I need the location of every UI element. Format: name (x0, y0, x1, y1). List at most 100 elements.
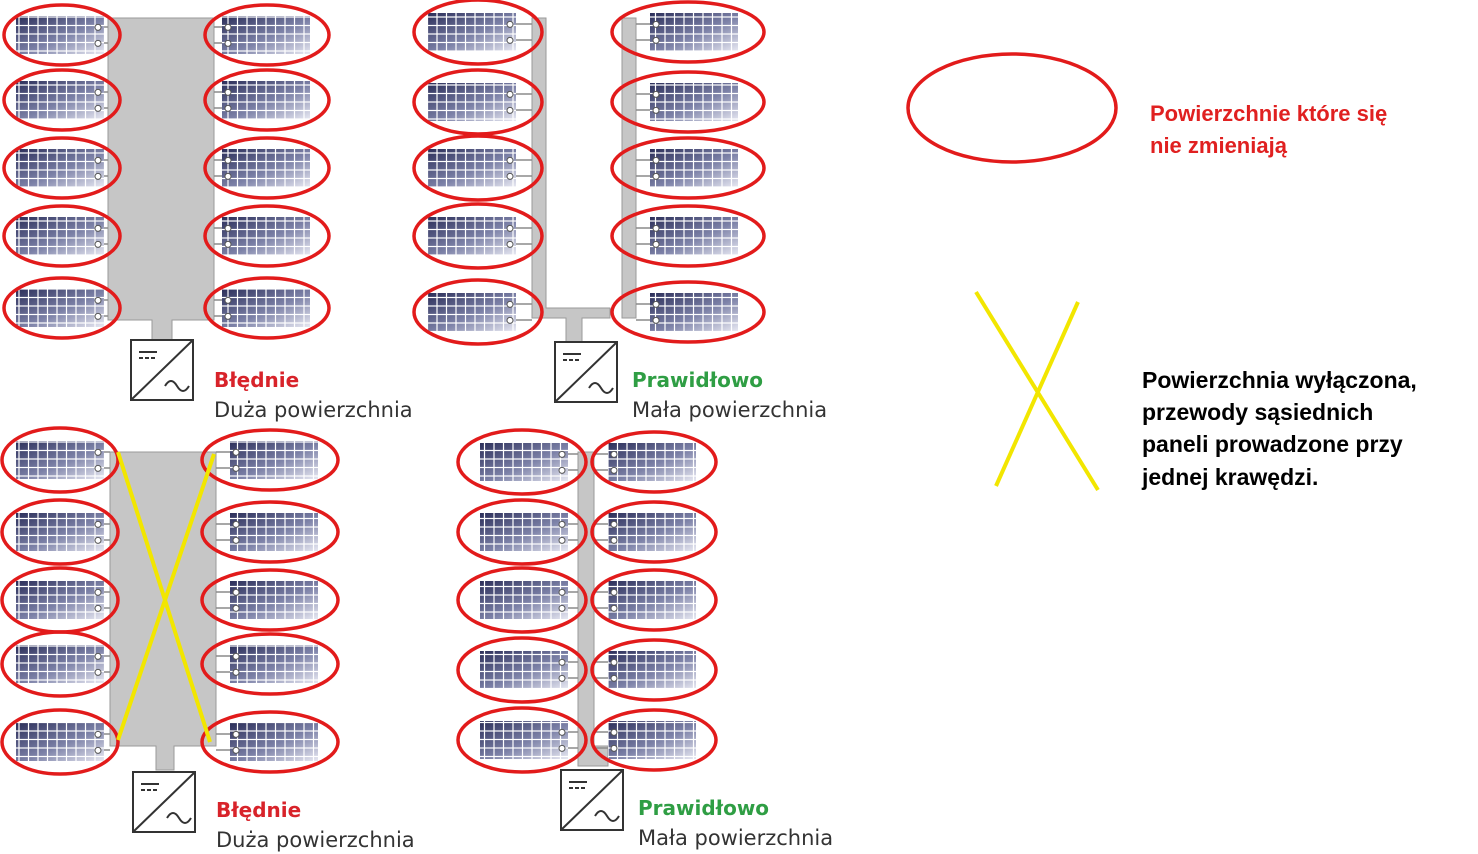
unchanged-area-ellipse (0, 426, 120, 494)
diagram-4-status: Prawidłowo (638, 796, 770, 820)
solar-panel-icon (16, 16, 104, 54)
unchanged-area-ellipse (203, 136, 331, 200)
solar-panel-icon (428, 13, 516, 51)
diagram-4-area-label: Mała powierzchnia (638, 826, 834, 850)
unchanged-area-ellipse (610, 136, 766, 200)
small-area-left (531, 17, 611, 343)
solar-panel-icon (608, 651, 696, 689)
unchanged-area-ellipse (590, 708, 718, 772)
diagram-1-status: Błędnie (214, 368, 300, 392)
unchanged-area-ellipse (456, 706, 588, 774)
solar-panels (16, 13, 738, 761)
unchanged-area-ellipse (412, 68, 544, 136)
unchanged-area-ellipse (0, 708, 120, 776)
unchanged-area-ellipse (590, 430, 718, 494)
solar-panel-icon (230, 581, 318, 619)
inverter-icon (130, 339, 194, 401)
unchanged-area-ellipse (456, 428, 588, 496)
legend-cross-line (994, 301, 1080, 487)
unchanged-area-ellipse (0, 630, 120, 698)
solar-panel-icon (428, 293, 516, 331)
solar-panel-icon (222, 81, 310, 119)
unchanged-area-ellipse (590, 500, 718, 564)
unchanged-area-ellipse (412, 0, 544, 66)
solar-panel-icon (480, 443, 568, 481)
solar-panel-icon (16, 289, 104, 327)
unchanged-area-ellipse (200, 632, 340, 696)
unchanged-area-ellipse (590, 638, 718, 702)
solar-panel-icon (16, 581, 104, 619)
small-area-right (621, 17, 637, 319)
excluded-area-cross-line (116, 453, 216, 741)
solar-panel-icon (16, 217, 104, 255)
solar-panel-icon (428, 149, 516, 187)
solar-panel-icon (428, 83, 516, 121)
unchanged-area-ellipse (0, 498, 120, 566)
unchanged-area-ellipse (200, 568, 340, 632)
solar-panel-icon (650, 293, 738, 331)
legend-excluded-line-3: paneli prowadzone przy (1142, 431, 1403, 458)
solar-panel-icon (222, 289, 310, 327)
solar-panel-icon (480, 581, 568, 619)
solar-panel-icon (608, 721, 696, 759)
solar-panel-icon (608, 443, 696, 481)
inverter-icon (560, 769, 624, 831)
unchanged-area-ellipse (610, 204, 766, 268)
legend-unchanged-line-2: nie zmieniają (1150, 132, 1287, 158)
unchanged-area-ellipse (610, 70, 766, 134)
unchanged-area-markers (0, 0, 1118, 776)
legend-excluded-line-1: Powierzchnia wyłączona, (1142, 367, 1417, 393)
unchanged-area-ellipse (412, 134, 544, 202)
legend-excluded-text: Powierzchnia wyłączona, przewody sąsiedn… (1142, 364, 1417, 493)
solar-panel-icon (480, 721, 568, 759)
large-area (107, 17, 215, 343)
unchanged-area-ellipse (610, 0, 766, 64)
solar-panel-icon (650, 149, 738, 187)
unchanged-area-ellipse (203, 68, 331, 132)
unchanged-area-ellipse (200, 500, 340, 564)
unchanged-area-ellipse (2, 136, 122, 200)
inverters (130, 339, 624, 833)
solar-panel-icon (222, 217, 310, 255)
unchanged-area-ellipse (456, 566, 588, 634)
unchanged-area-ellipse (203, 3, 331, 67)
solar-panel-icon (650, 13, 738, 51)
unchanged-area-ellipse (2, 276, 122, 340)
diagram-1-area-label: Duża powierzchnia (214, 398, 413, 422)
solar-panel-icon (16, 723, 104, 761)
unchanged-area-ellipse (2, 204, 122, 268)
unchanged-area-ellipse (200, 428, 340, 492)
unchanged-area-ellipse (200, 710, 340, 774)
solar-panel-icon (608, 513, 696, 551)
solar-panel-icon (428, 217, 516, 255)
unchanged-area-ellipse (203, 276, 331, 340)
solar-panel-icon (16, 81, 104, 119)
solar-panel-icon (230, 723, 318, 761)
solar-panel-icon (608, 581, 696, 619)
solar-panel-icon (230, 441, 318, 479)
diagram-3-area-label: Duża powierzchnia (216, 828, 415, 852)
solar-panel-icon (16, 149, 104, 187)
solar-panel-icon (230, 513, 318, 551)
unchanged-area-ellipse (456, 498, 588, 566)
solar-panel-icon (16, 513, 104, 551)
inverter-icon (554, 341, 618, 403)
legend-unchanged-line-1: Powierzchnie które się (1150, 101, 1388, 126)
unchanged-area-ellipse (203, 204, 331, 268)
diagram-3-status: Błędnie (216, 798, 302, 822)
unchanged-area-ellipse (2, 68, 122, 132)
legend-excluded-line-2: przewody sąsiednich (1142, 399, 1374, 426)
legend-excluded-line-4: jednej krawędzi. (1142, 463, 1319, 490)
inverter-icon (132, 771, 196, 833)
diagram-2-status: Prawidłowo (632, 368, 764, 392)
unchanged-area-ellipse (412, 202, 544, 270)
unchanged-area-ellipse (906, 52, 1118, 164)
solar-panel-icon (222, 149, 310, 187)
unchanged-area-ellipse (590, 568, 718, 632)
diagram-2-area-label: Mała powierzchnia (632, 398, 828, 422)
unchanged-area-ellipse (2, 3, 122, 67)
unchanged-area-ellipse (610, 280, 766, 344)
solar-panel-icon (480, 651, 568, 689)
solar-panel-icon (650, 83, 738, 121)
